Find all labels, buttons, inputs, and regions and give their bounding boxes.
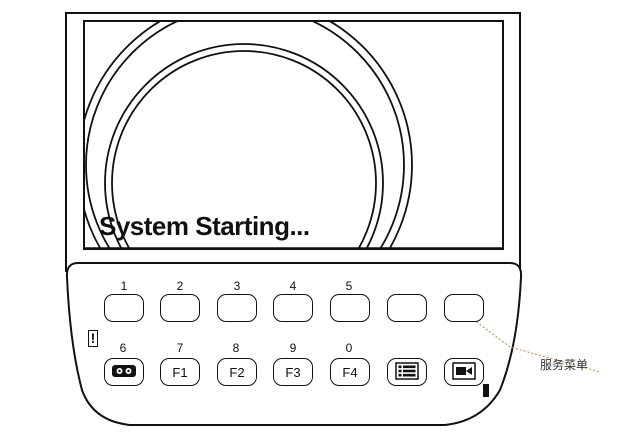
softkey-5[interactable] <box>330 294 370 322</box>
service-menu-button[interactable] <box>444 294 484 322</box>
video-camera-icon <box>452 361 476 383</box>
f3-key[interactable]: F3 <box>273 358 313 386</box>
key-number-6: 6 <box>119 341 127 355</box>
display-screen: System Starting... <box>83 20 504 250</box>
f4-key[interactable]: F4 <box>330 358 370 386</box>
key-number-2: 2 <box>176 279 184 293</box>
menu-list-key[interactable] <box>387 358 427 386</box>
service-menu-annotation: 服务菜单 <box>540 358 589 372</box>
softkey-6-top[interactable] <box>387 294 427 322</box>
softkey-4[interactable] <box>273 294 313 322</box>
cassette-icon <box>111 364 137 381</box>
key-number-4: 4 <box>289 279 297 293</box>
list-menu-icon <box>395 361 419 383</box>
boot-splash-graphic <box>85 22 502 248</box>
softkey-1[interactable] <box>104 294 144 322</box>
warning-indicator: ! <box>88 330 98 347</box>
key-number-7: 7 <box>176 341 184 355</box>
key-number-8: 8 <box>232 341 240 355</box>
f1-key-label: F1 <box>172 364 188 380</box>
softkey-3[interactable] <box>217 294 257 322</box>
f2-key[interactable]: F2 <box>217 358 257 386</box>
key-number-9: 9 <box>289 341 297 355</box>
f1-key[interactable]: F1 <box>160 358 200 386</box>
softkey-2[interactable] <box>160 294 200 322</box>
f4-key-label: F4 <box>342 364 358 380</box>
key-number-0: 0 <box>345 341 353 355</box>
startup-message: System Starting... <box>99 211 310 241</box>
f3-key-label: F3 <box>285 364 301 380</box>
cassette-key[interactable] <box>104 358 144 386</box>
key-number-1: 1 <box>120 279 128 293</box>
hourglass-icon <box>483 384 489 397</box>
key-number-3: 3 <box>233 279 241 293</box>
camera-key[interactable] <box>444 358 484 386</box>
key-number-5: 5 <box>345 279 353 293</box>
f2-key-label: F2 <box>229 364 245 380</box>
